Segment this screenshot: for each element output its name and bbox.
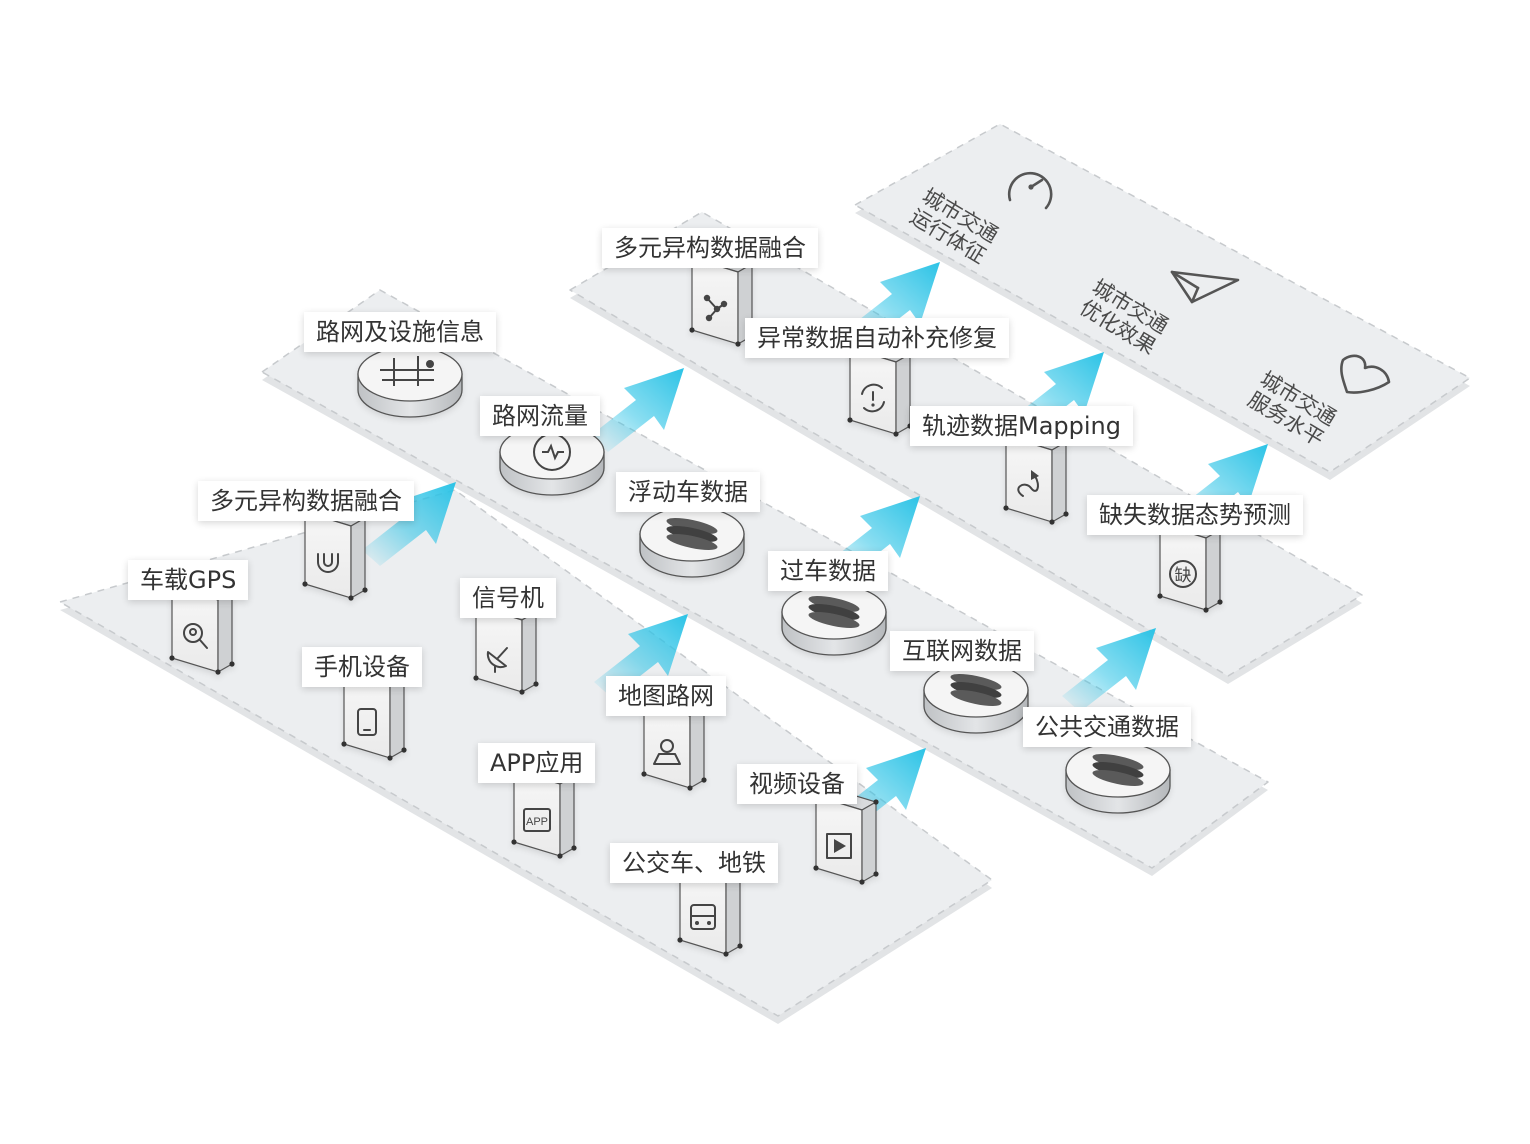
- satellite-dish-icon: [486, 647, 508, 673]
- label-vehicle-gps: 车载GPS: [128, 560, 249, 600]
- app-icon: APP: [523, 808, 551, 832]
- platform-outputs: [854, 123, 1471, 480]
- disk-road-flow: [499, 424, 605, 496]
- label-internet-data: 互联网数据: [890, 631, 1034, 671]
- disk-road-facility: [357, 346, 463, 418]
- speedometer-icon: [1007, 171, 1053, 210]
- label-public-transit-data: 公共交通数据: [1023, 707, 1191, 747]
- bus-icon: [690, 904, 716, 930]
- map-pin-search-icon: [183, 623, 208, 649]
- box-mobile-device: [341, 663, 407, 761]
- label-floating-car-data: 浮动车数据: [616, 472, 760, 512]
- flow-arrow-sources-1: [362, 482, 456, 566]
- map-location-icon: [653, 739, 681, 765]
- paper-plane-icon: [1170, 270, 1240, 304]
- label-multi-source-fusion: 多元异构数据融合: [602, 228, 818, 268]
- network-nodes-icon: [703, 294, 728, 322]
- label-road-facility-info: 路网及设施信息: [304, 312, 496, 352]
- tablet-icon: [357, 708, 377, 736]
- alert-cycle-icon: [861, 383, 885, 413]
- label-app: APP应用: [478, 743, 596, 783]
- road-grid-icon: [380, 356, 434, 386]
- app-icon-text: APP: [526, 816, 548, 828]
- label-passing-car-data: 过车数据: [768, 551, 888, 591]
- disk-passing-car: [781, 584, 887, 656]
- video-play-icon: [826, 833, 852, 859]
- missing-char-icon: 缺: [1169, 560, 1197, 588]
- label-signal-controller: 信号机: [460, 578, 556, 618]
- label-map-road-network: 地图路网: [606, 676, 726, 716]
- label-anomaly-auto-fix: 异常数据自动补充修复: [745, 318, 1009, 358]
- flow-icon: [1092, 754, 1144, 786]
- flow-icon: [666, 518, 718, 550]
- box-trajectory-mapping: [1003, 427, 1069, 525]
- label-road-flow: 路网流量: [480, 396, 600, 436]
- heart-icon: [1340, 354, 1391, 394]
- magnet-icon: [317, 553, 339, 573]
- disk-floating-car: [639, 506, 745, 578]
- disk-public-transit: [1065, 742, 1171, 814]
- flow-arrow-data-1: [590, 368, 684, 452]
- label-video-device: 视频设备: [737, 764, 857, 804]
- box-anomaly-fix: [847, 339, 913, 437]
- flow-icon: [950, 674, 1002, 706]
- label-missing-data-forecast: 缺失数据态势预测: [1087, 495, 1303, 535]
- label-multi-source-fusion-input: 多元异构数据融合: [198, 481, 414, 521]
- label-bus-metro: 公交车、地铁: [610, 843, 778, 883]
- route-icon: [1017, 470, 1039, 497]
- box-video-device: [813, 787, 879, 885]
- missing-icon-text: 缺: [1175, 566, 1192, 586]
- label-mobile-device: 手机设备: [302, 647, 422, 687]
- label-trajectory-mapping: 轨迹数据Mapping: [910, 406, 1133, 446]
- flow-arrow-data-3: [1062, 628, 1156, 712]
- flow-icon: [808, 596, 860, 628]
- disk-internet: [923, 662, 1029, 734]
